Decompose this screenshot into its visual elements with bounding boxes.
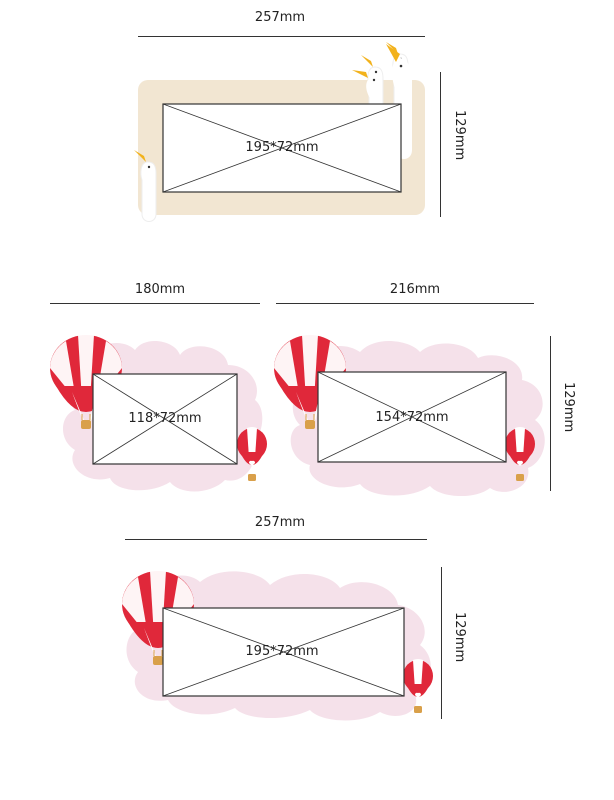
goose-opening-label: 195*72mm (245, 140, 319, 155)
width-line-cloud-small (50, 303, 260, 304)
cloud-large-width-label: 257mm (254, 515, 306, 530)
cloud-small-width-label: 180mm (134, 282, 186, 297)
width-line-cloud-large (125, 539, 427, 540)
height-line-goose (440, 72, 441, 217)
height-line-cloud-large (441, 567, 442, 719)
cloud-large-height-label: 129mm (452, 612, 467, 663)
width-line-cloud-medium (276, 303, 534, 304)
width-line-goose (138, 36, 425, 37)
cloud-medium-opening-label: 154*72mm (375, 410, 449, 425)
height-line-cloud-medium (550, 336, 551, 491)
cloud-large-opening-label: 195*72mm (245, 644, 319, 659)
cloud-medium-height-label: 129mm (561, 382, 576, 433)
goose-height-label: 129mm (452, 110, 467, 161)
cloud-small-opening-label: 118*72mm (128, 411, 202, 426)
cloud-medium-width-label: 216mm (389, 282, 441, 297)
goose-width-label: 257mm (254, 10, 306, 25)
